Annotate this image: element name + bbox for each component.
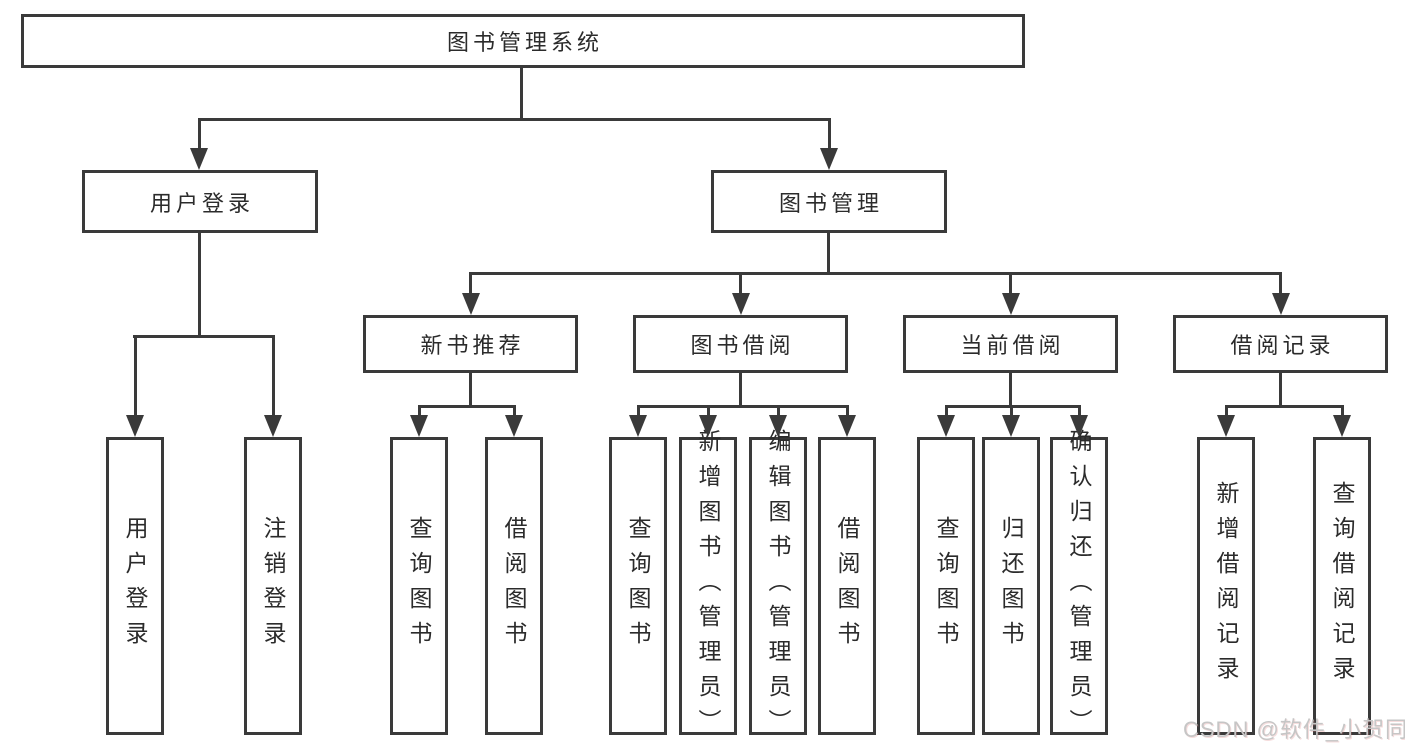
connector-drop-return-books xyxy=(1010,405,1013,417)
connector-drop-recommend-query xyxy=(418,405,421,417)
node-user-login-label: 用户登录 xyxy=(149,190,254,216)
arrowhead-recommend-query xyxy=(410,415,428,437)
leaf-borrowing-borrow-books: 借阅图书 xyxy=(818,437,876,735)
leaf-user-login-label: 用户登录 xyxy=(122,516,148,656)
arrowhead-current-query xyxy=(937,415,955,437)
connector-drop-book-management xyxy=(828,118,831,150)
arrowhead-return-books xyxy=(1002,415,1020,437)
arrowhead-query-record xyxy=(1333,415,1351,437)
connector-drop-confirm-return xyxy=(1078,405,1081,417)
connector-root-stem xyxy=(520,68,523,118)
arrowhead-book-borrowing xyxy=(732,293,750,315)
connector-drop-current-borrowing xyxy=(1009,272,1012,295)
leaf-current-query-books-label: 查询图书 xyxy=(933,516,959,656)
arrowhead-leaf-logout xyxy=(264,415,282,437)
node-new-book-recommend-label: 新书推荐 xyxy=(420,333,525,358)
connector-drop-book-borrowing xyxy=(739,272,742,295)
leaf-return-books-label: 归还图书 xyxy=(998,516,1024,656)
arrowhead-add-books xyxy=(699,415,717,437)
connector-drop-query-record xyxy=(1341,405,1344,417)
connector-current-borrowing-stem xyxy=(1009,373,1012,405)
connector-new-book-recommend-stem xyxy=(469,373,472,405)
node-borrowing-records: 借阅记录 xyxy=(1173,315,1388,373)
leaf-logout: 注销登录 xyxy=(244,437,302,735)
connector-drop-leaf-logout xyxy=(272,335,275,417)
connector-borrowing-records-rail xyxy=(1225,405,1343,408)
connector-drop-borrowing-query xyxy=(637,405,640,417)
connector-drop-new-book-recommend xyxy=(469,272,472,295)
connector-user-login-rail xyxy=(133,335,275,338)
arrowhead-leaf-user-login xyxy=(126,415,144,437)
connector-drop-recommend-borrow xyxy=(513,405,516,417)
arrowhead-borrowing-records xyxy=(1272,293,1290,315)
connector-book-borrowing-rail xyxy=(637,405,848,408)
arrowhead-confirm-return xyxy=(1070,415,1088,437)
leaf-borrowing-query-books: 查询图书 xyxy=(609,437,667,735)
leaf-confirm-return-admin-label: 确认归还（管理员） xyxy=(1066,428,1092,744)
node-library-management-system-label: 图书管理系统 xyxy=(446,30,603,55)
leaf-recommend-query-books: 查询图书 xyxy=(390,437,448,735)
connector-root-rail xyxy=(198,118,831,121)
leaf-confirm-return-admin: 确认归还（管理员） xyxy=(1050,429,1108,744)
connector-book-borrowing-stem xyxy=(739,373,742,405)
leaf-query-borrow-record-label: 查询借阅记录 xyxy=(1329,481,1355,691)
node-new-book-recommend: 新书推荐 xyxy=(363,315,578,373)
connector-drop-borrowing-borrow xyxy=(846,405,849,417)
connector-book-management-stem xyxy=(827,233,830,272)
arrowhead-new-book-recommend xyxy=(462,293,480,315)
connector-user-login-stem xyxy=(198,233,201,335)
node-current-borrowing-label: 当前借阅 xyxy=(960,333,1065,358)
leaf-query-borrow-record: 查询借阅记录 xyxy=(1313,437,1371,735)
leaf-edit-books-admin-label: 编辑图书（管理员） xyxy=(765,428,791,744)
leaf-add-books-admin: 新增图书（管理员） xyxy=(679,429,737,744)
node-current-borrowing: 当前借阅 xyxy=(903,315,1118,373)
node-library-management-system: 图书管理系统 xyxy=(21,14,1025,68)
arrowhead-book-management xyxy=(820,148,838,170)
connector-drop-user-login xyxy=(198,118,201,150)
connector-drop-edit-books xyxy=(777,405,780,417)
leaf-add-borrow-record-label: 新增借阅记录 xyxy=(1213,481,1239,691)
connector-drop-borrowing-records xyxy=(1279,272,1282,295)
csdn-watermark: CSDN @软件_小贺同学 xyxy=(1183,717,1405,742)
node-user-login: 用户登录 xyxy=(82,170,318,233)
connector-drop-add-books xyxy=(707,405,710,417)
node-book-management-label: 图书管理 xyxy=(778,190,883,216)
arrowhead-user-login xyxy=(190,148,208,170)
node-borrowing-records-label: 借阅记录 xyxy=(1230,333,1335,358)
arrowhead-current-borrowing xyxy=(1002,293,1020,315)
leaf-add-books-admin-label: 新增图书（管理员） xyxy=(695,428,721,744)
connector-drop-leaf-user-login xyxy=(134,335,137,417)
connector-drop-add-record xyxy=(1225,405,1228,417)
node-book-borrowing-label: 图书借阅 xyxy=(690,333,795,358)
leaf-recommend-query-books-label: 查询图书 xyxy=(406,516,432,656)
node-book-management: 图书管理 xyxy=(711,170,947,233)
arrowhead-borrowing-query xyxy=(629,415,647,437)
node-book-borrowing: 图书借阅 xyxy=(633,315,848,373)
connector-drop-current-query xyxy=(945,405,948,417)
connector-borrowing-records-stem xyxy=(1279,373,1282,405)
leaf-edit-books-admin: 编辑图书（管理员） xyxy=(749,429,807,744)
arrowhead-edit-books xyxy=(769,415,787,437)
leaf-borrowing-query-books-label: 查询图书 xyxy=(625,516,651,656)
leaf-current-query-books: 查询图书 xyxy=(917,437,975,735)
arrowhead-borrowing-borrow xyxy=(838,415,856,437)
connector-new-book-recommend-rail xyxy=(418,405,515,408)
leaf-return-books: 归还图书 xyxy=(982,437,1040,735)
leaf-borrowing-borrow-books-label: 借阅图书 xyxy=(834,516,860,656)
leaf-logout-label: 注销登录 xyxy=(260,516,286,656)
leaf-recommend-borrow-books-label: 借阅图书 xyxy=(501,516,527,656)
arrowhead-add-record xyxy=(1217,415,1235,437)
arrowhead-recommend-borrow xyxy=(505,415,523,437)
connector-book-management-rail xyxy=(469,272,1282,275)
leaf-add-borrow-record: 新增借阅记录 xyxy=(1197,437,1255,735)
leaf-user-login: 用户登录 xyxy=(106,437,164,735)
leaf-recommend-borrow-books: 借阅图书 xyxy=(485,437,543,735)
